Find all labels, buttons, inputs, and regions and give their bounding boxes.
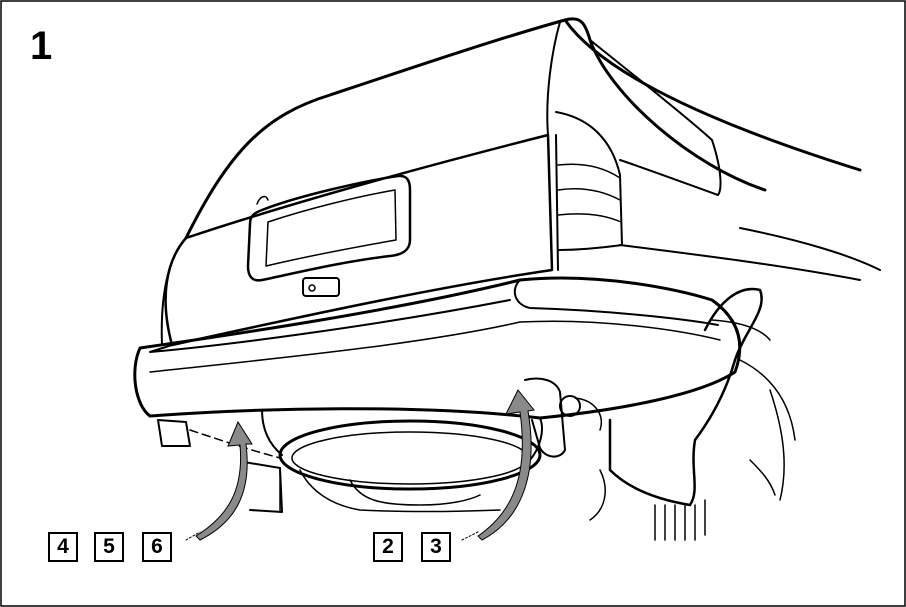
- callout-label: 2: [373, 532, 403, 562]
- license-recess-inner: [265, 189, 397, 267]
- side-body: [619, 227, 881, 281]
- lower-bracket: [243, 461, 283, 513]
- spare-wheel-side: [261, 409, 543, 461]
- leader-right: [461, 531, 479, 541]
- roof-outline: [184, 17, 862, 240]
- callout-label: 6: [142, 532, 172, 562]
- handle-lock: [308, 284, 316, 292]
- tyre-tread: [654, 499, 706, 541]
- tailgate-outline: [164, 133, 554, 347]
- curved-up-arrow-icon: [477, 389, 535, 541]
- tailgate-edge: [160, 237, 187, 346]
- leader-left: [185, 531, 201, 541]
- wheel-arch: [608, 287, 763, 507]
- exhaust-pipe: [524, 377, 566, 458]
- callout-label: 3: [421, 532, 451, 562]
- bumper-corner: [513, 279, 719, 326]
- exhaust-muffler: [574, 397, 602, 431]
- spare-wheel-inner: [291, 431, 529, 485]
- tyre-outline: [749, 389, 785, 501]
- arrow-group: [195, 389, 535, 541]
- bumper-top: [149, 299, 511, 353]
- callout-label: 5: [94, 532, 124, 562]
- tail-light: [555, 111, 623, 251]
- curved-up-arrow-icon: [195, 420, 253, 541]
- rear-bumper: [133, 276, 742, 420]
- underbody: [279, 469, 606, 521]
- rear-pillar: [546, 21, 561, 271]
- step-number: 1: [30, 24, 53, 68]
- tailgate-handle: [302, 277, 340, 297]
- hitch-bracket: [157, 419, 191, 447]
- tail-light-lines: [557, 163, 622, 223]
- wheel-arch-inner: [711, 319, 796, 441]
- latch-small: [256, 195, 269, 205]
- spare-wheel: [278, 419, 542, 491]
- bumper-line: [149, 320, 721, 373]
- exhaust-tip: [559, 395, 581, 417]
- side-window: [589, 39, 722, 196]
- callout-label: 4: [48, 532, 78, 562]
- license-recess: [246, 174, 412, 282]
